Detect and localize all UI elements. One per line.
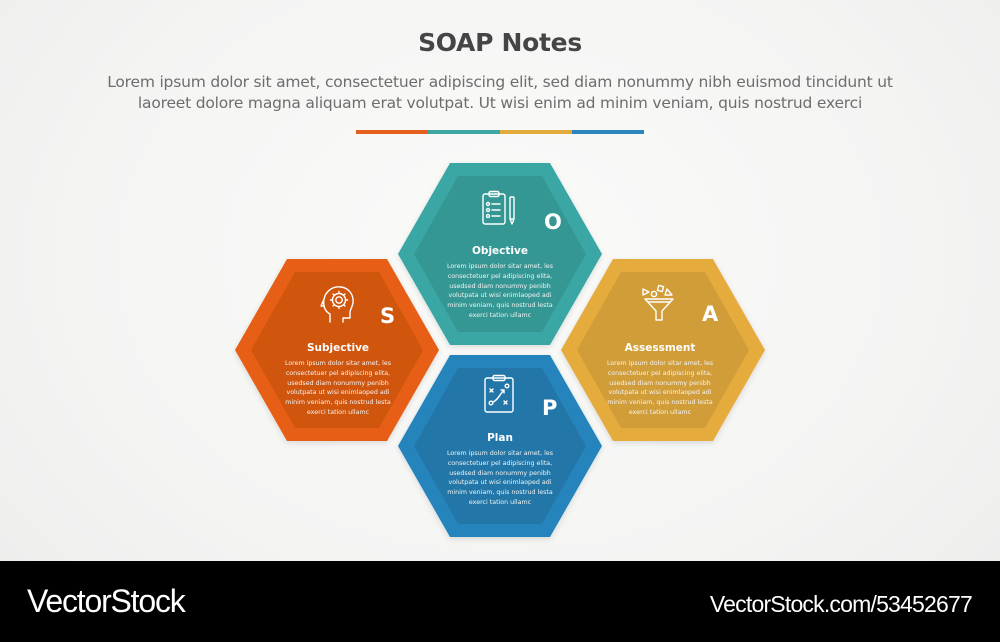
page-subtitle: Lorem ipsum dolor sit amet, consectetuer… — [60, 72, 940, 114]
divider-segment-yellow — [500, 130, 572, 134]
heading-assessment: Assessment — [624, 342, 696, 354]
letter-s: S — [380, 304, 396, 328]
body-plan: Lorem ipsum dolor sitar amet, les consec… — [446, 450, 554, 506]
card-objective: O Objective Lorem ipsum dolor sitar amet… — [430, 190, 570, 320]
subtitle-line-2: laoreet dolore magna aliquam erat volutp… — [137, 94, 863, 112]
funnel-shapes-icon — [642, 284, 674, 321]
letter-a: A — [702, 302, 719, 326]
card-plan: P Plan Lorem ipsum dolor sitar amet, les… — [430, 374, 570, 506]
heading-subjective: Subjective — [306, 342, 370, 354]
clipboard-checklist-pencil-icon — [482, 190, 515, 225]
color-divider — [356, 130, 644, 134]
body-assessment: Lorem ipsum dolor sitar amet, les consec… — [606, 360, 714, 416]
body-objective: Lorem ipsum dolor sitar amet, les consec… — [446, 263, 554, 319]
card-assessment: A Assessment Lorem ipsum dolor sitar ame… — [590, 284, 730, 416]
head-gear-icon — [320, 286, 354, 323]
letter-o: O — [544, 210, 562, 234]
card-subjective: S Subjective Lorem ipsum dolor sitar ame… — [268, 284, 408, 416]
letter-p: P — [542, 396, 558, 420]
page-title: SOAP Notes — [418, 28, 582, 57]
subtitle-line-1: Lorem ipsum dolor sit amet, consectetuer… — [107, 73, 893, 91]
heading-plan: Plan — [487, 432, 513, 444]
hexagon-objective — [398, 163, 602, 345]
hexagon-assessment — [561, 259, 765, 441]
body-subjective: Lorem ipsum dolor sitar amet, les consec… — [284, 360, 392, 416]
divider-segment-blue — [572, 130, 644, 134]
stock-image-id: VectorStock.com/53452677 — [709, 591, 973, 617]
divider-segment-teal — [428, 130, 500, 134]
hexagon-subjective — [235, 259, 439, 441]
divider-segment-orange — [356, 130, 428, 134]
clipboard-strategy-icon — [484, 374, 514, 413]
hexagon-diagram — [235, 163, 765, 537]
hexagon-plan — [398, 355, 602, 537]
watermark-footer: VectorStock VectorStock.com/53452677 — [0, 561, 1000, 642]
brand-logo: VectorStock — [27, 583, 186, 619]
heading-objective: Objective — [472, 245, 528, 257]
